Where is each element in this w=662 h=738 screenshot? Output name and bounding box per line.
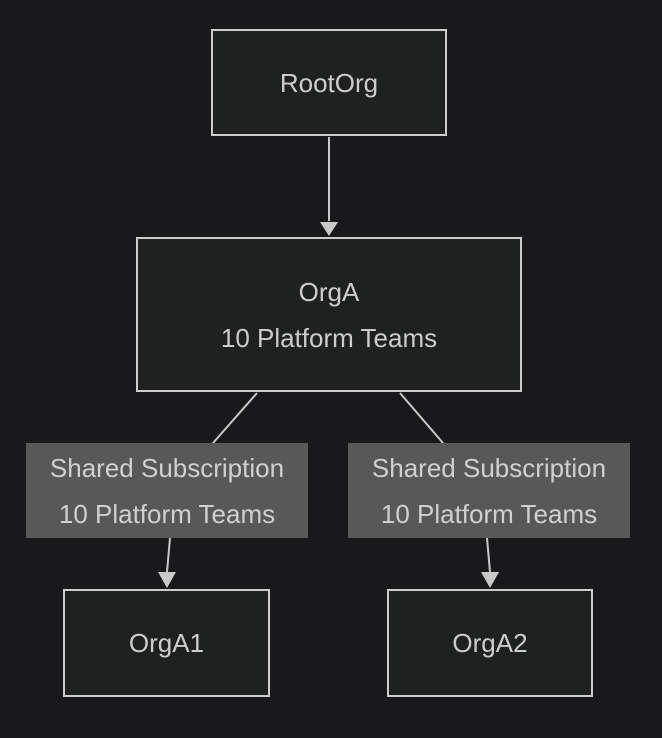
edge-label-line: Shared Subscription — [49, 452, 285, 483]
edge-label-line: 10 Platform Teams — [380, 498, 598, 529]
node-label: OrgA2 — [452, 628, 528, 658]
edge-label-orga-orga2: Shared Subscription 10 Platform Teams — [348, 443, 630, 538]
node-orga1: OrgA1 — [63, 589, 270, 697]
edge-label-orga-orga1: Shared Subscription 10 Platform Teams — [26, 443, 308, 538]
edge-label-line: Shared Subscription — [371, 452, 607, 483]
node-orga2: OrgA2 — [387, 589, 593, 697]
node-label: OrgA — [298, 276, 360, 307]
arrowhead-down-icon — [158, 572, 176, 588]
edge-label-line: 10 Platform Teams — [58, 498, 276, 529]
node-label: 10 Platform Teams — [220, 322, 438, 353]
node-rootorg: RootOrg — [211, 29, 447, 136]
arrowhead-down-icon — [320, 222, 338, 236]
node-orga: OrgA 10 Platform Teams — [136, 237, 522, 392]
node-label: OrgA1 — [128, 628, 205, 658]
node-label: RootOrg — [279, 67, 379, 98]
edge-rootorg-to-orga — [320, 137, 338, 236]
arrowhead-down-icon — [481, 572, 499, 588]
